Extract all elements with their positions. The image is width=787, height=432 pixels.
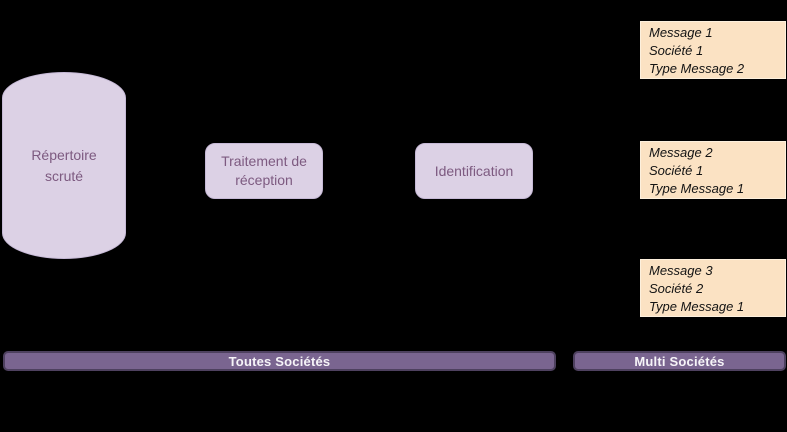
all-companies-band-label: Toutes Sociétés: [228, 353, 331, 369]
message-company: Société 2: [649, 281, 704, 296]
multi-companies-band: Multi Sociétés: [573, 351, 786, 371]
message-name: Message 1: [649, 25, 713, 40]
identification-process-label: Identification: [434, 162, 514, 179]
message-card-3: Message 3 Société 2 Type Message 1: [640, 259, 786, 317]
message-card-1: Message 1 Société 1 Type Message 2: [640, 21, 786, 79]
message-name: Message 2: [649, 145, 713, 160]
identification-process-node: Identification: [415, 143, 533, 199]
message-card-2: Message 2 Société 1 Type Message 1: [640, 141, 786, 199]
message-type: Type Message 1: [649, 181, 745, 196]
message-name: Message 3: [649, 263, 713, 278]
reception-process-node: Traitement de réception: [205, 143, 323, 199]
reception-process-label: Traitement de réception: [221, 153, 307, 188]
message-type: Type Message 1: [649, 299, 745, 314]
multi-companies-band-label: Multi Sociétés: [634, 353, 725, 369]
message-company: Société 1: [649, 163, 704, 178]
scanned-directory-cylinder: Répertoire scruté: [2, 72, 126, 259]
message-type: Type Message 2: [649, 61, 745, 76]
scanned-directory-label: Répertoire scruté: [31, 147, 97, 184]
message-company: Société 1: [649, 43, 704, 58]
all-companies-band: Toutes Sociétés: [3, 351, 556, 371]
